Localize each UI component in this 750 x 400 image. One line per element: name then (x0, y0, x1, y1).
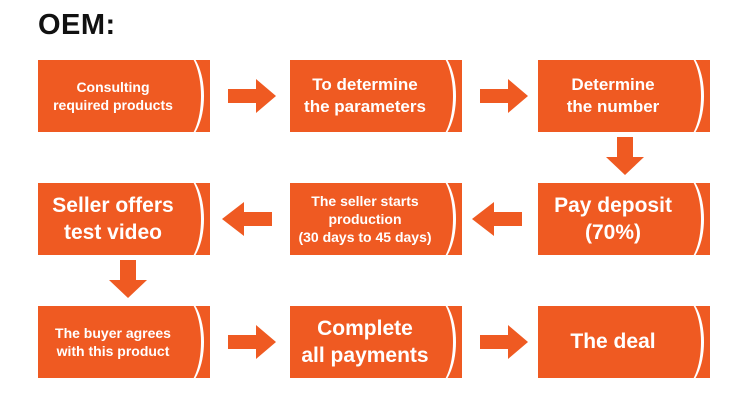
flow-node-label: Consulting required products (53, 78, 173, 113)
flow-node-consulting-required-products[interactable]: Consulting required products (38, 60, 210, 132)
page-title: OEM: (38, 9, 116, 41)
flow-node-label: To determine the parameters (304, 74, 426, 116)
flow-node-the-deal[interactable]: The deal (538, 306, 710, 378)
arrow-right-icon (228, 322, 276, 362)
arrow-left-icon (472, 199, 522, 239)
arrow-right-icon (480, 76, 528, 116)
flow-node-to-determine-the-parameters[interactable]: To determine the parameters (290, 60, 462, 132)
arrow-down-icon (107, 260, 149, 298)
flow-node-label: Pay deposit (70%) (554, 193, 672, 244)
flow-node-pay-deposit[interactable]: Pay deposit (70%) (538, 183, 710, 255)
arrow-left-icon (222, 199, 272, 239)
flow-node-label: The buyer agrees with this product (55, 324, 171, 359)
flow-node-seller-offers-test-video[interactable]: Seller offers test video (38, 183, 210, 255)
flow-node-complete-all-payments[interactable]: Complete all payments (290, 306, 462, 378)
flow-node-label: Seller offers test video (52, 193, 174, 244)
arrow-down-icon (604, 137, 646, 175)
flow-node-buyer-agrees-with-product[interactable]: The buyer agrees with this product (38, 306, 210, 378)
flow-node-seller-starts-production[interactable]: The seller starts production (30 days to… (290, 183, 462, 255)
flow-node-label: The seller starts production (30 days to… (298, 192, 432, 246)
flow-node-label: Determine the number (566, 74, 660, 116)
arrow-right-icon (480, 322, 528, 362)
flow-node-determine-the-number[interactable]: Determine the number (538, 60, 710, 132)
arrow-right-icon (228, 76, 276, 116)
flow-node-label: Complete all payments (301, 316, 429, 367)
flow-node-label: The deal (570, 330, 656, 354)
